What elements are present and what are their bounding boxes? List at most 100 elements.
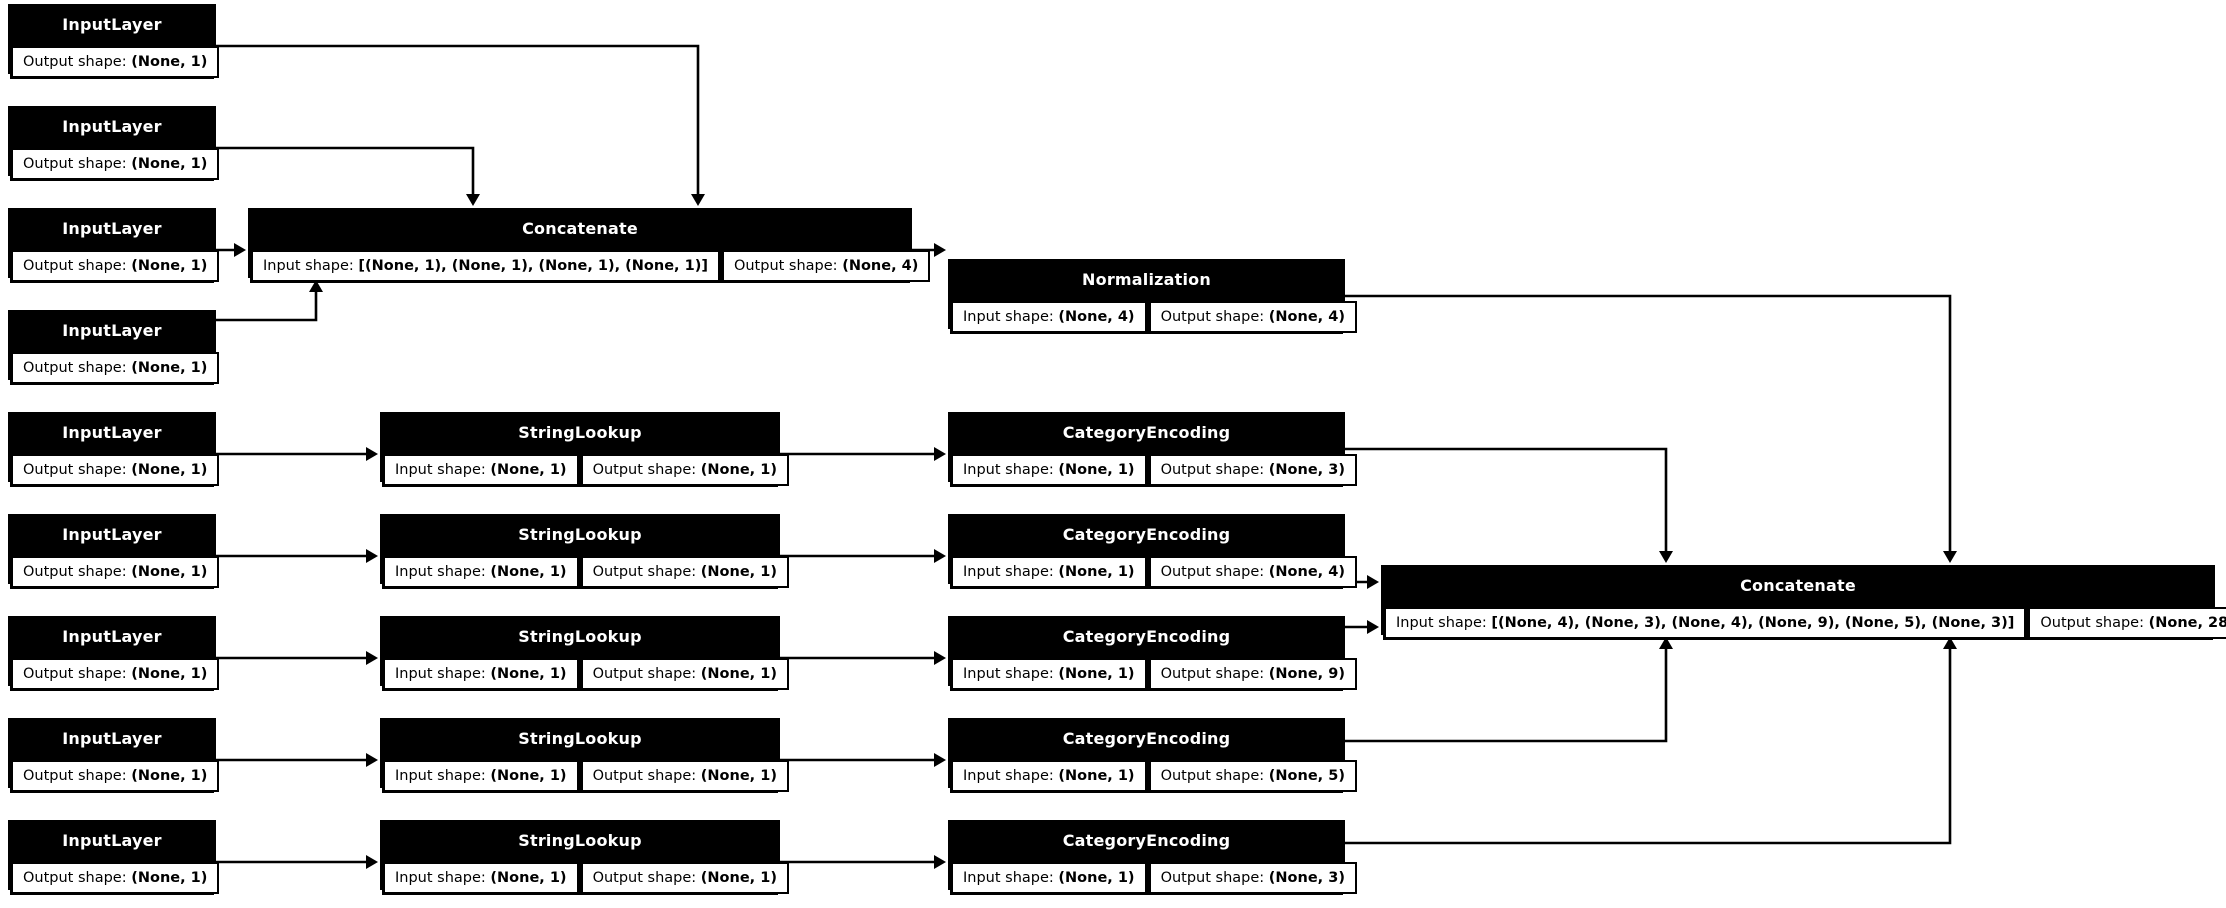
node-catencoding_3-body: Input shape: (None, 1)Output shape: (Non… bbox=[950, 657, 1357, 691]
node-concat_numeric-output-shape: Output shape: (None, 4) bbox=[721, 250, 931, 282]
edge-e-ce5-concatall bbox=[1345, 637, 1957, 845]
node-catencoding_2-output-shape-value: (None, 4) bbox=[1268, 564, 1345, 580]
node-input_6-output-shape: Output shape: (None, 1) bbox=[11, 556, 220, 588]
edge-e-sl1-ce1 bbox=[780, 447, 946, 461]
node-concat_all-title: Concatenate bbox=[1383, 567, 2213, 606]
node-input_7-output-shape-label: Output shape: bbox=[23, 666, 132, 682]
node-catencoding_1-title: CategoryEncoding bbox=[950, 414, 1343, 453]
node-concat_numeric-body: Input shape: [(None, 1), (None, 1), (Non… bbox=[250, 249, 931, 283]
node-input_4-body: Output shape: (None, 1) bbox=[10, 351, 220, 385]
edge-e-input6-sl2 bbox=[216, 549, 378, 563]
node-input_3-body: Output shape: (None, 1) bbox=[10, 249, 220, 283]
node-catencoding_1-input-shape-value: (None, 1) bbox=[1058, 462, 1135, 478]
node-stringlookup_2-input-shape-value: (None, 1) bbox=[490, 564, 567, 580]
node-input_2-body: Output shape: (None, 1) bbox=[10, 147, 220, 181]
node-input_3-output-shape: Output shape: (None, 1) bbox=[11, 250, 220, 282]
edge-e-input7-sl3 bbox=[216, 651, 378, 665]
edge-e-input1-concat bbox=[216, 44, 705, 206]
node-stringlookup_3-title: StringLookup bbox=[382, 618, 778, 657]
node-catencoding_5-input-shape-label: Input shape: bbox=[963, 870, 1059, 886]
node-catencoding_1-output-shape-value: (None, 3) bbox=[1268, 462, 1345, 478]
node-catencoding_4-output-shape-value: (None, 5) bbox=[1268, 768, 1345, 784]
node-input_9-output-shape-label: Output shape: bbox=[23, 870, 132, 886]
node-input_4-output-shape: Output shape: (None, 1) bbox=[11, 352, 220, 384]
node-input_7-output-shape-value: (None, 1) bbox=[131, 666, 208, 682]
edge-e-input3-concat bbox=[216, 243, 246, 257]
edge-e-ce3-concatall bbox=[1345, 620, 1379, 634]
node-catencoding_1-input-shape-label: Input shape: bbox=[963, 462, 1059, 478]
node-catencoding_2-body: Input shape: (None, 1)Output shape: (Non… bbox=[950, 555, 1357, 589]
node-input_3-output-shape-value: (None, 1) bbox=[131, 258, 208, 274]
node-stringlookup_5-output-shape: Output shape: (None, 1) bbox=[580, 862, 789, 894]
node-stringlookup_1-body: Input shape: (None, 1)Output shape: (Non… bbox=[382, 453, 789, 487]
node-input_9-title: InputLayer bbox=[10, 822, 214, 861]
node-input_2-output-shape-value: (None, 1) bbox=[131, 156, 208, 172]
node-catencoding_5-output-shape-label: Output shape: bbox=[1160, 870, 1269, 886]
node-stringlookup_4-body: Input shape: (None, 1)Output shape: (Non… bbox=[382, 759, 789, 793]
node-stringlookup_1-output-shape-label: Output shape: bbox=[592, 462, 701, 478]
edge-e-input8-sl4 bbox=[216, 753, 378, 767]
node-catencoding_2-title: CategoryEncoding bbox=[950, 516, 1343, 555]
node-stringlookup_1-output-shape-value: (None, 1) bbox=[700, 462, 777, 478]
node-concat_numeric-input-shape-value: [(None, 1), (None, 1), (None, 1), (None,… bbox=[358, 258, 708, 274]
node-input_6-output-shape-value: (None, 1) bbox=[131, 564, 208, 580]
node-concat_numeric-title: Concatenate bbox=[250, 210, 910, 249]
node-catencoding_5-input-shape-value: (None, 1) bbox=[1058, 870, 1135, 886]
node-catencoding_5-output-shape-value: (None, 3) bbox=[1268, 870, 1345, 886]
node-concat_all-input-shape: Input shape: [(None, 4), (None, 3), (Non… bbox=[1384, 607, 2027, 639]
node-input_9-body: Output shape: (None, 1) bbox=[10, 861, 220, 895]
node-stringlookup_4-output-shape: Output shape: (None, 1) bbox=[580, 760, 789, 792]
node-stringlookup_2-output-shape-label: Output shape: bbox=[592, 564, 701, 580]
node-input_8-output-shape-value: (None, 1) bbox=[131, 768, 208, 784]
node-stringlookup_4-output-shape-value: (None, 1) bbox=[700, 768, 777, 784]
edge-e-ce4-concatall bbox=[1345, 637, 1673, 743]
node-stringlookup_3-body: Input shape: (None, 1)Output shape: (Non… bbox=[382, 657, 789, 691]
node-input_9-output-shape: Output shape: (None, 1) bbox=[11, 862, 220, 894]
node-input_5-output-shape-value: (None, 1) bbox=[131, 462, 208, 478]
node-catencoding_3-title: CategoryEncoding bbox=[950, 618, 1343, 657]
node-stringlookup_1-input-shape-value: (None, 1) bbox=[490, 462, 567, 478]
node-stringlookup_3-input-shape: Input shape: (None, 1) bbox=[383, 658, 579, 690]
node-catencoding_2-input-shape-value: (None, 1) bbox=[1058, 564, 1135, 580]
node-normalization-input-shape-value: (None, 4) bbox=[1058, 309, 1135, 325]
node-input_4-title: InputLayer bbox=[10, 312, 214, 351]
node-stringlookup_5-input-shape: Input shape: (None, 1) bbox=[383, 862, 579, 894]
node-input_2-title: InputLayer bbox=[10, 108, 214, 147]
node-stringlookup_3-output-shape: Output shape: (None, 1) bbox=[580, 658, 789, 690]
node-input_5-body: Output shape: (None, 1) bbox=[10, 453, 220, 487]
node-concat_all-input-shape-value: [(None, 4), (None, 3), (None, 4), (None,… bbox=[1491, 615, 2015, 631]
node-normalization-output-shape: Output shape: (None, 4) bbox=[1148, 301, 1357, 333]
node-catencoding_3-output-shape: Output shape: (None, 9) bbox=[1148, 658, 1357, 690]
node-input_8-title: InputLayer bbox=[10, 720, 214, 759]
node-stringlookup_3-output-shape-value: (None, 1) bbox=[700, 666, 777, 682]
node-stringlookup_2-output-shape-value: (None, 1) bbox=[700, 564, 777, 580]
node-normalization-output-shape-value: (None, 4) bbox=[1268, 309, 1345, 325]
node-stringlookup_4-title: StringLookup bbox=[382, 720, 778, 759]
edge-e-input4-concat bbox=[216, 280, 323, 322]
node-catencoding_2-output-shape-label: Output shape: bbox=[1160, 564, 1269, 580]
node-concat_numeric-output-shape-value: (None, 4) bbox=[842, 258, 919, 274]
edge-e-sl3-ce3 bbox=[780, 651, 946, 665]
